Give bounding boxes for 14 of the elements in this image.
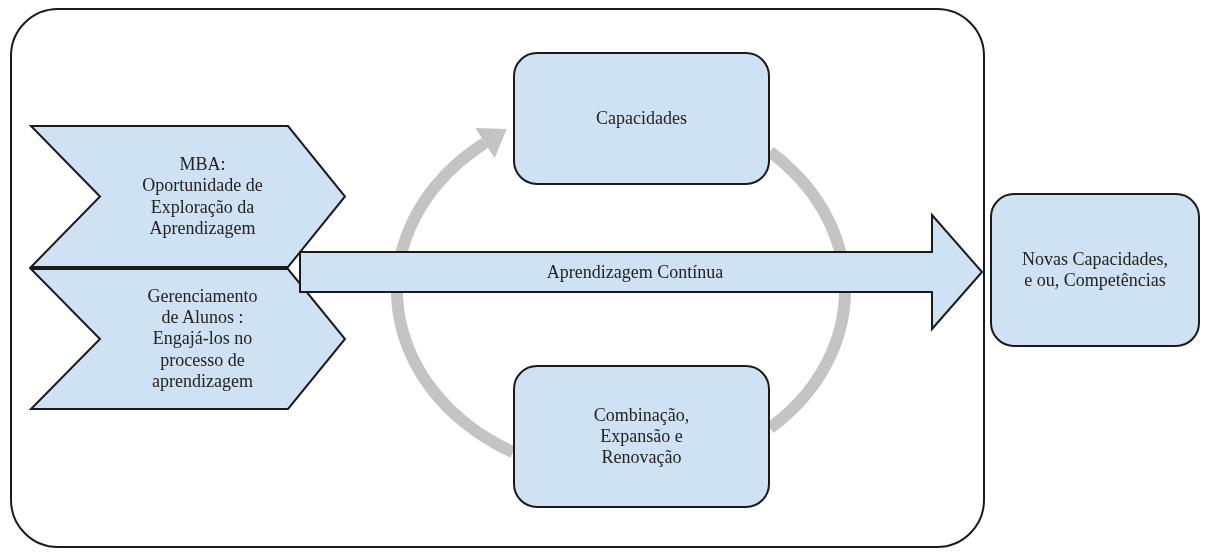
rounded-box bbox=[513, 52, 770, 185]
node-text: Capacidades bbox=[595, 107, 688, 130]
curved-arrow bbox=[391, 127, 516, 458]
edge-label: Aprendizagem Contínua bbox=[546, 261, 724, 283]
block-arrow bbox=[299, 212, 984, 332]
rounded-box bbox=[513, 365, 770, 508]
frame-box bbox=[10, 8, 985, 548]
node-text: MBA: Oportunidade de Exploração da Aprendizagem bbox=[141, 154, 264, 239]
node-text: Combinação, Expansão e Renovação bbox=[592, 404, 691, 469]
chevron-shape bbox=[30, 125, 345, 268]
node-text: Gerenciamento de Alunos : Engajá-los no processo de aprendizagem bbox=[146, 285, 259, 393]
node-text: Novas Capacidades, e ou, Competências bbox=[1021, 248, 1169, 292]
chevron-shape bbox=[30, 268, 345, 410]
rounded-box bbox=[990, 193, 1200, 347]
